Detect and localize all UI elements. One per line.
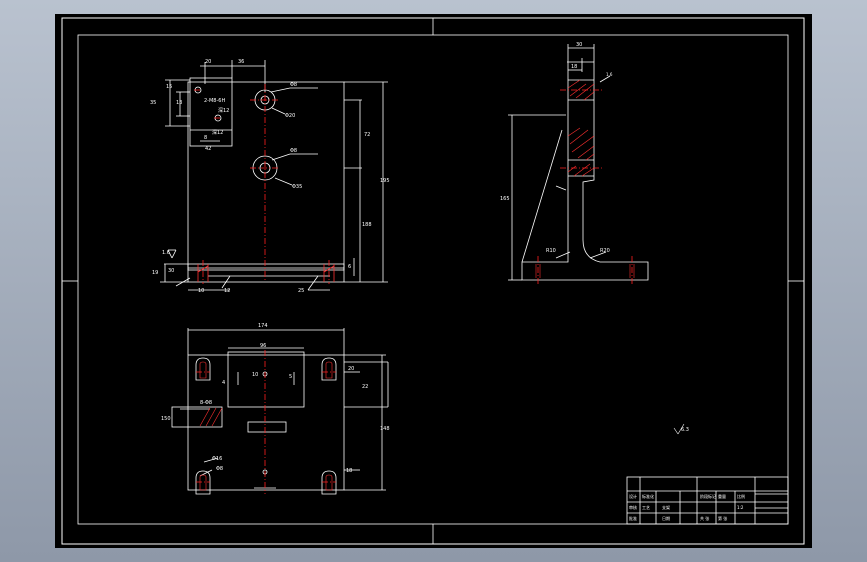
depth-note-2: 深12 xyxy=(212,129,223,136)
top-dim-96: 96 xyxy=(260,343,266,349)
top-dim-148: 148 xyxy=(380,426,390,432)
tb-sheet-no: 第 张 xyxy=(718,515,727,521)
side-dim-30: 30 xyxy=(576,42,582,48)
dim-188: 188 xyxy=(362,222,372,228)
thread-note: 2-M8-6H xyxy=(204,98,225,104)
side-hatching xyxy=(535,79,635,278)
dim-6: 6 xyxy=(348,264,351,270)
dim-25: 25 xyxy=(298,288,304,294)
top-dim-22: 22 xyxy=(362,384,368,390)
side-dim-165: 165 xyxy=(500,196,510,202)
tb-stage: 阶段标记 xyxy=(700,493,716,499)
tb-sheets-total: 共 张 xyxy=(700,515,709,521)
side-roughness: 1.6 xyxy=(606,72,613,77)
dim-15: 15 xyxy=(166,84,172,90)
centering-marks xyxy=(62,18,804,544)
top-view[interactable]: 174 96 4 5 10 20 22 148 150 18 8-Φ8 Φ16 … xyxy=(161,323,390,495)
tb-process: 工艺 xyxy=(642,505,650,510)
top-dim-10: 10 xyxy=(252,372,258,378)
tb-approve: 批准 xyxy=(629,515,637,521)
side-r10: R10 xyxy=(546,248,556,254)
dim-35: 35 xyxy=(150,100,156,106)
top-dim-20: 20 xyxy=(348,366,354,372)
phi20-note: Φ20 xyxy=(285,113,295,119)
side-r20: R20 xyxy=(600,248,610,254)
front-view[interactable]: 20 36 15 13 35 42 8 2-M8-6H 深12 深12 Φ8 Φ… xyxy=(150,59,390,294)
dim-36: 36 xyxy=(238,59,244,65)
dim-72: 72 xyxy=(364,132,370,138)
dim-13: 13 xyxy=(176,100,182,106)
dim-19: 19 xyxy=(152,270,158,276)
title-block[interactable]: 设计 标准化 阶段标记 重量 比例 审核 工艺 共 张 第 张 1:2 支架 批… xyxy=(626,476,789,525)
tb-weight: 重量 xyxy=(718,493,726,499)
dim-30: 30 xyxy=(168,268,174,274)
roughness-symbol xyxy=(673,423,685,435)
front-base xyxy=(187,263,345,283)
dim-20: 20 xyxy=(205,59,211,65)
top-hole-note: 8-Φ8 xyxy=(200,400,212,406)
dim-12: 12 xyxy=(224,288,230,294)
top-outline xyxy=(187,354,345,491)
top-dim-4: 4 xyxy=(222,380,225,386)
tb-standard: 标准化 xyxy=(642,493,654,499)
tb-scale-value: 1:2 xyxy=(737,505,744,510)
phi35-note: Φ35 xyxy=(292,184,302,190)
tb-date: 日期 xyxy=(662,515,670,521)
top-phi16: Φ16 xyxy=(212,456,222,462)
side-profile xyxy=(521,61,649,281)
dim-10: 10 xyxy=(198,288,204,294)
top-dim-174: 174 xyxy=(258,323,268,329)
phi-top-note: Φ8 xyxy=(290,82,297,88)
side-dim-18: 18 xyxy=(571,64,577,70)
phi-mid-note: Φ8 xyxy=(290,148,297,154)
top-dim-150: 150 xyxy=(161,416,171,422)
top-dim-18: 18 xyxy=(346,468,352,474)
top-dim-5: 5 xyxy=(289,374,292,380)
dim-8: 8 xyxy=(204,135,207,141)
tb-scale: 比例 xyxy=(737,493,745,499)
top-phi8: Φ8 xyxy=(216,466,223,472)
dim-42: 42 xyxy=(205,146,211,152)
dim-195: 195 xyxy=(380,178,390,184)
tb-review: 审核 xyxy=(629,504,637,510)
sheet-background xyxy=(55,14,812,548)
roughness-note: 1.6 xyxy=(162,250,170,256)
front-outline xyxy=(187,81,345,271)
side-view[interactable]: 30 18 165 R10 R20 1.6 xyxy=(500,42,649,284)
top-hatching xyxy=(199,361,333,491)
tb-design: 设计 xyxy=(629,493,637,499)
depth-note: 深12 xyxy=(218,107,229,114)
general-roughness-note: 6.3 xyxy=(681,427,689,433)
tb-part-name: 支架 xyxy=(662,504,670,510)
